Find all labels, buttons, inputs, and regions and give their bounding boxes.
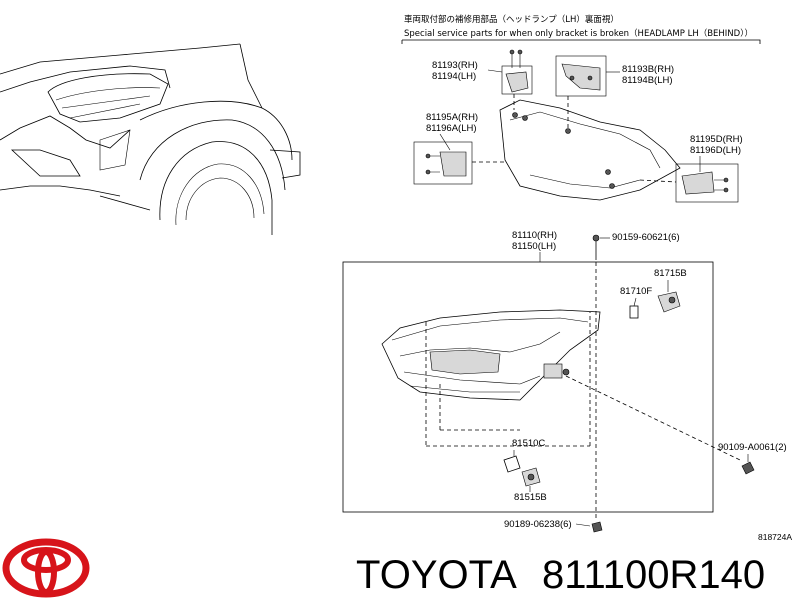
service-note-jp: 車両取付部の補修用部品（ヘッドランプ（LH）裏面視） (404, 14, 619, 25)
callout-81193b: 81193B(RH) (622, 64, 674, 75)
callout-81715b: 81715B (654, 268, 687, 279)
bracket-81193: 81193(RH) 81194(LH) (432, 49, 533, 110)
screw-90109: 90109-A0061(2) (718, 442, 787, 475)
bracket-81195a: 81195A(RH) 81196A(LH) (413, 112, 505, 185)
assembly-frame (342, 261, 714, 513)
callout-90109: 90109-A0061(2) (718, 442, 787, 453)
callout-81196d: 81196D(LH) (690, 145, 741, 156)
headlamp-rear-housing (499, 99, 681, 201)
callout-81193: 81193(RH) (432, 60, 478, 71)
brand-name: TOYOTA (356, 553, 517, 597)
callout-90159: 90159-60621(6) (612, 232, 680, 243)
callout-81194: 81194(LH) (432, 71, 476, 82)
callout-81110: 81110(RH) (512, 230, 557, 241)
vehicle-front-sketch (0, 43, 301, 235)
figure-code: 818724A (758, 532, 792, 542)
toyota-logo-icon (2, 538, 90, 598)
callout-81515b: 81515B (514, 492, 547, 503)
callout-81510c: 81510C (512, 438, 545, 449)
socket-81710f: 81710F (620, 286, 652, 319)
screw-90189: 90189-06238(6) (504, 519, 603, 533)
bracket-81193b: 81193B(RH) 81194B(LH) (555, 55, 674, 130)
bulb-81510c: 81510C (503, 438, 545, 473)
callout-81195a: 81195A(RH) (426, 112, 478, 123)
headlamp-assembly (381, 262, 741, 520)
callout-81194b: 81194B(LH) (622, 75, 673, 86)
callout-81196a: 81196A(LH) (426, 123, 477, 134)
service-note: 車両取付部の補修用部品（ヘッドランプ（LH）裏面視） Special servi… (401, 14, 761, 44)
callout-81710f: 81710F (620, 286, 652, 297)
part-number: 811100R140 (542, 553, 765, 597)
callout-81195d: 81195D(RH) (690, 134, 743, 145)
service-note-en: Special service parts for when only brac… (404, 28, 753, 39)
socket-81515b: 81515B (514, 467, 547, 503)
callout-90189: 90189-06238(6) (504, 519, 572, 530)
bulb-81715b: 81715B (654, 268, 687, 313)
screw-90159: 90159-60621(6) (592, 232, 680, 260)
bracket-81195d: 81195D(RH) 81196D(LH) (639, 134, 743, 203)
callout-81150: 81150(LH) (512, 241, 556, 252)
